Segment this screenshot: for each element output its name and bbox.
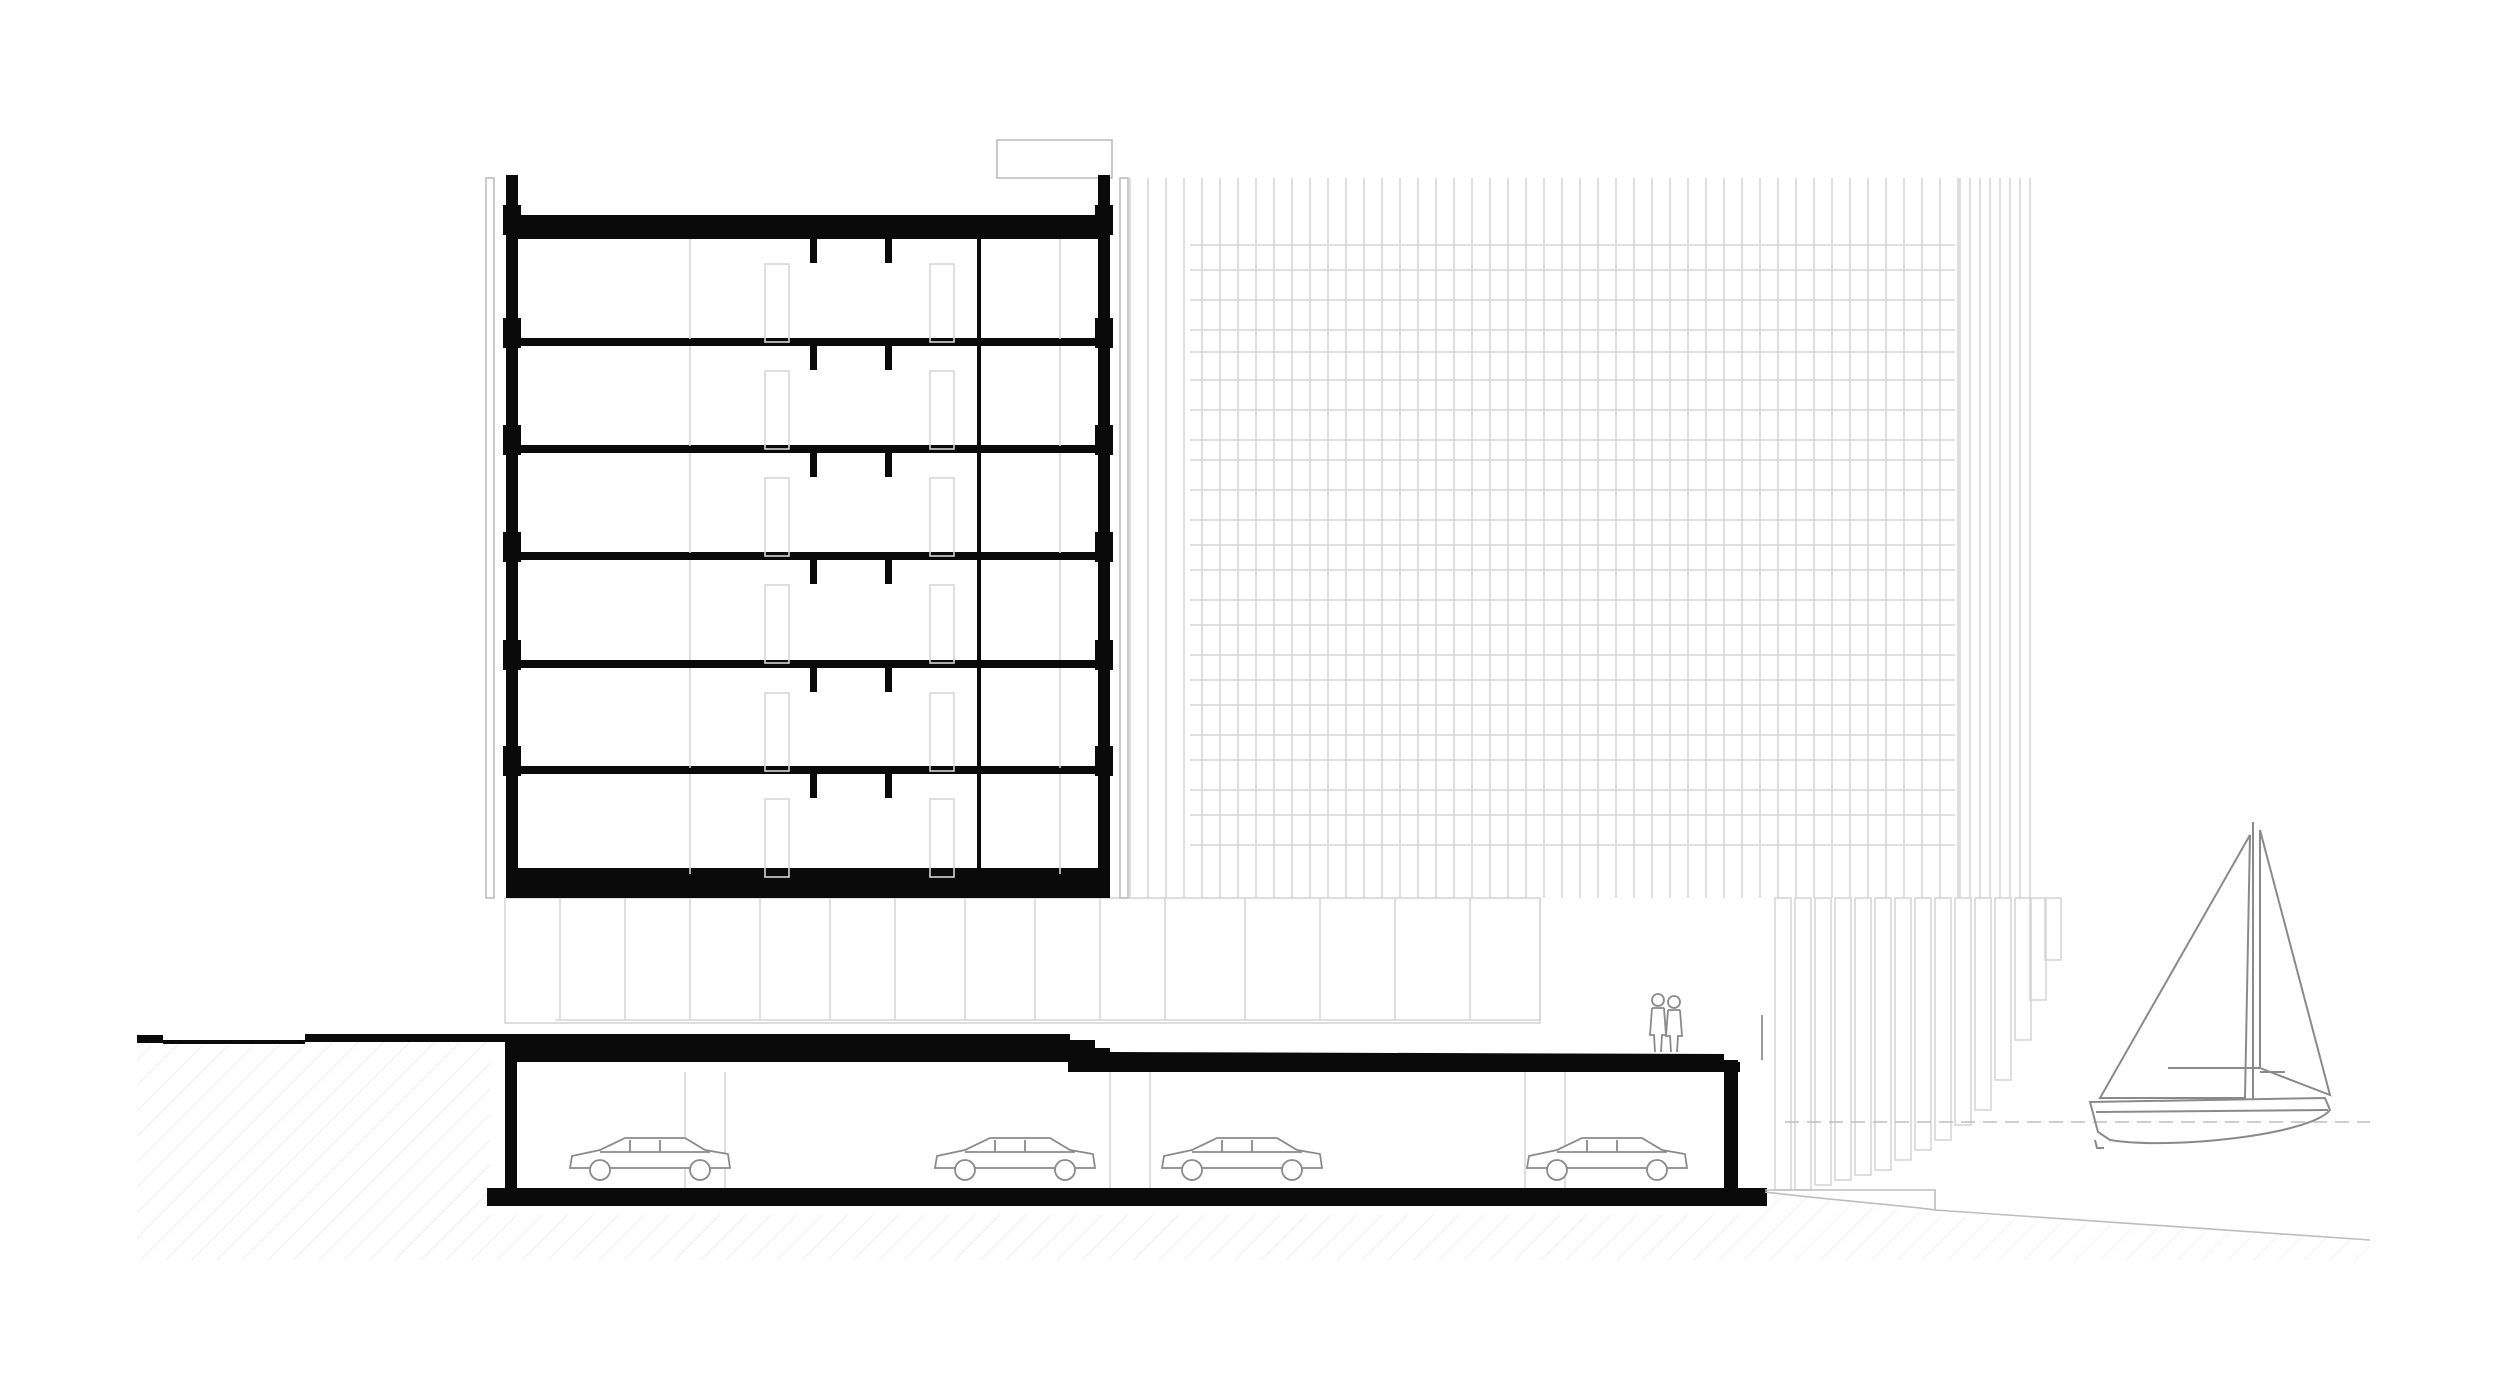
- door-outline: [929, 477, 955, 557]
- stepped-fin: [1814, 897, 1832, 1186]
- door-outline: [764, 584, 790, 664]
- floor-slab: [506, 552, 1110, 560]
- partition-stub: [885, 668, 892, 692]
- people: [1649, 993, 1763, 1060]
- door-outline: [929, 798, 955, 878]
- partition-stub: [885, 774, 892, 798]
- water-and-bank: [1764, 1121, 2371, 1241]
- stepped-fin: [1974, 897, 1992, 1111]
- door-outline: [764, 370, 790, 450]
- stepped-fin: [1874, 897, 1892, 1171]
- slab-edge: [1095, 746, 1113, 776]
- floor-slab: [506, 338, 1110, 346]
- slab-edge: [503, 318, 521, 348]
- stepped-fin: [1994, 897, 2012, 1081]
- partition-stub: [810, 774, 817, 798]
- door-outline: [764, 263, 790, 343]
- slab-edge: [503, 640, 521, 670]
- stepped-fin: [1794, 897, 1812, 1191]
- slab-edge: [503, 746, 521, 776]
- door-outline: [929, 263, 955, 343]
- building-section: [485, 175, 1129, 899]
- floor-slab: [506, 660, 1110, 668]
- ground-hatch: [137, 1040, 2370, 1260]
- stepped-fin: [1774, 897, 1792, 1191]
- door-outline: [764, 692, 790, 772]
- slab-edge: [503, 425, 521, 455]
- stepped-fin: [1914, 897, 1932, 1151]
- slab-edge: [1095, 425, 1113, 455]
- parked-car: [1525, 1137, 1689, 1181]
- door-outline: [929, 692, 955, 772]
- floor-slab: [506, 766, 1110, 774]
- facade-fins: [1129, 178, 2031, 898]
- slab-edge: [503, 205, 521, 235]
- parked-cars: [568, 1137, 1689, 1181]
- partition-stub: [810, 560, 817, 584]
- parked-car: [568, 1137, 732, 1181]
- slab-edge: [503, 532, 521, 562]
- parked-car: [933, 1137, 1097, 1181]
- partition-stub: [885, 346, 892, 370]
- stepped-facade-fins: [1774, 897, 2062, 1191]
- stepped-fin: [2029, 897, 2047, 1001]
- door-outline: [929, 584, 955, 664]
- sailboat: [2088, 822, 2332, 1149]
- stepped-fin: [1954, 897, 1972, 1126]
- partition-stub: [810, 239, 817, 263]
- door-outline: [764, 798, 790, 878]
- stepped-fin: [1934, 897, 1952, 1141]
- parking-garage-section: [487, 1034, 1767, 1206]
- roof-core: [996, 139, 1113, 179]
- partition-stub: [810, 668, 817, 692]
- partition-stub: [885, 239, 892, 263]
- stepped-fin: [2044, 897, 2062, 961]
- partition-stub: [810, 346, 817, 370]
- person-figure: [1649, 993, 1667, 1053]
- slab-edge: [1095, 205, 1113, 235]
- slab-edge: [1095, 640, 1113, 670]
- ground-floor-glazing: [504, 897, 1541, 1024]
- stepped-fin: [1834, 897, 1852, 1181]
- partition-stub: [810, 453, 817, 477]
- partition-stub: [885, 560, 892, 584]
- facade-floor-lines: [1190, 244, 1955, 846]
- parked-car: [1160, 1137, 1324, 1181]
- slab-edge: [1095, 532, 1113, 562]
- door-outline: [929, 370, 955, 450]
- slab-edge: [1095, 318, 1113, 348]
- stepped-fin: [2014, 897, 2032, 1041]
- stepped-fin: [1854, 897, 1872, 1176]
- door-outline: [764, 477, 790, 557]
- stepped-fin: [1894, 897, 1912, 1161]
- person-figure: [1665, 995, 1683, 1053]
- floor-slab: [506, 445, 1110, 453]
- partition-stub: [885, 453, 892, 477]
